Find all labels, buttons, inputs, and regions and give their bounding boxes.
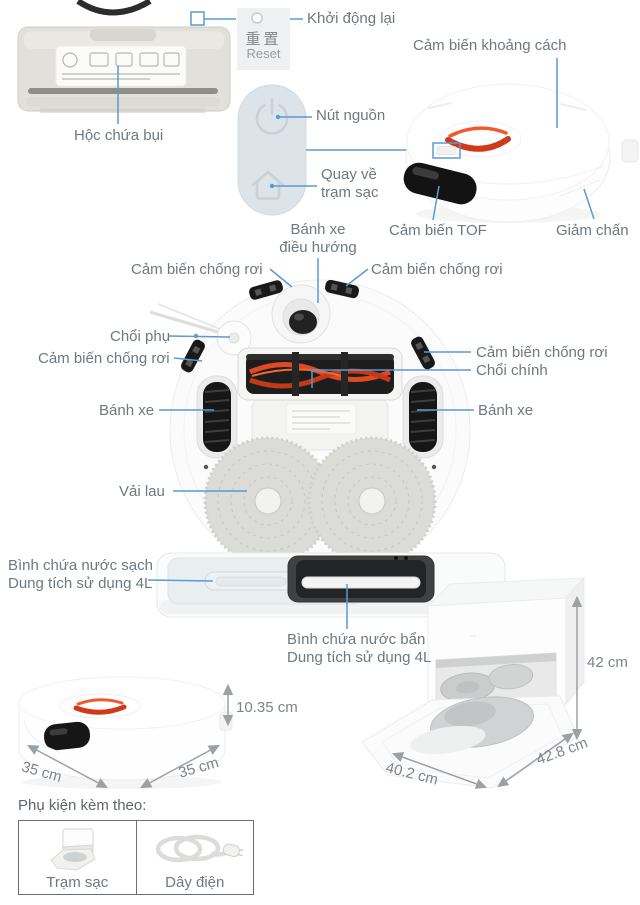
side-brush [149,303,252,356]
callout-lines-bottom-view [159,258,474,492]
side-brush-label: Chổi phụ [110,328,171,345]
robot-height-dimension: 10.35 cm [236,699,298,716]
right-wheel-label: Bánh xe [478,402,534,419]
main-brush [237,347,403,401]
reset-pinhole-highlight-box [190,11,205,26]
reset-panel-image [237,8,290,70]
home-icon [251,170,285,200]
cliff-sensor-label-mid-left: Cảm biến chống rơi [38,350,170,367]
clean-tank-label: Bình chứa nước sạch Dung tích sử dụng 4L [8,557,153,593]
reset-pinhole-icon [251,12,263,24]
power-icon [255,98,289,135]
cliff-sensors [181,279,435,373]
accessories-table: Trạm sạc Dây điện [18,820,254,895]
left-wheel-label: Bánh xe [99,402,155,419]
callout-lines-tanks [147,579,348,629]
power-button-label: Nút nguồn [316,107,386,124]
cliff-sensor-label-top-right: Cảm biến chống rơi [371,261,503,278]
accessory-cell-cord: Dây điện [135,821,254,894]
nav-wheel [271,284,331,344]
reset-label-cn: 重置 [245,31,282,48]
reset-label-en: Reset [246,46,281,61]
dust-bin-image [17,0,231,113]
power-cord-icon [137,826,254,874]
charging-station-icon [19,826,136,874]
nav-wheel-label: Bánh xe điều hướng [279,221,357,257]
mop-cloth-label: Vải lau [119,483,165,500]
main-brush-label: Chổi chính [476,362,548,379]
robot-bottom-view-image [149,279,471,581]
control-panel-image [237,84,307,216]
mop-pads [203,436,437,566]
dock-height-dimension: 42 cm [587,654,628,671]
accessory-label: Dây điện [165,874,225,891]
robot-top-view-image [403,83,639,223]
dirty-water-tank [287,555,435,603]
bumper-label: Giảm chấn [556,222,629,239]
callout-lines-top-view [432,58,595,221]
accessory-label: Trạm sạc [46,874,109,891]
accessory-cell-dock: Trạm sạc [19,821,136,894]
tof-sensor-window [403,162,477,205]
cliff-sensor-label-top-left: Cảm biến chống rơi [131,261,263,278]
dust-bin-label: Hộc chứa bụi [74,127,164,144]
accessories-heading: Phụ kiện kèm theo: [18,797,147,814]
cliff-sensor-label-mid-right: Cảm biến chống rơi [476,344,608,361]
restart-label: Khởi động lại [307,10,396,27]
button-zone-highlight-box [432,142,461,159]
tof-sensor-label: Cảm biến TOF [389,222,487,239]
water-tank-image [156,552,506,618]
dimension-arrows [27,595,583,789]
sticker-icons [62,52,180,80]
home-button-label: Quay về trạm sạc [321,166,379,202]
drive-wheels [196,375,444,459]
dirty-tank-label: Bình chứa nước bẩn Dung tích sử dụng 4L [287,631,432,667]
distance-sensor-label: Cảm biến khoảng cách [413,37,567,54]
